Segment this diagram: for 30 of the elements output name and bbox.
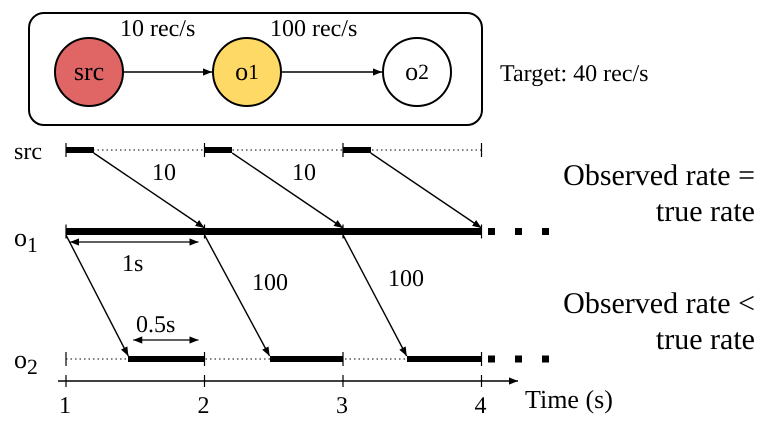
axis-title: Time (s)	[525, 384, 613, 416]
arrow	[204, 234, 270, 356]
tick-label: 4	[474, 392, 486, 421]
target-rate-note: Target: 40 rec/s	[500, 60, 648, 89]
dimension-label: 1s	[122, 250, 144, 279]
timeline-bar	[128, 356, 204, 362]
rate-note: Observed rate = true rate	[562, 158, 755, 230]
arrow	[342, 234, 408, 356]
row-label: o$_{1}$	[14, 222, 38, 260]
rate-note: Observed rate < true rate	[562, 286, 755, 358]
timeline-bar	[343, 147, 371, 153]
timeline-bar	[204, 147, 232, 153]
tick-label: 2	[198, 392, 210, 421]
dimension-label: 0.5s	[136, 311, 176, 340]
arrow	[282, 68, 382, 76]
row-label: o$_{2}$	[14, 344, 38, 382]
timeline-bar	[66, 147, 94, 153]
operator-group-frame	[28, 12, 483, 126]
arrow	[370, 152, 482, 229]
operator-node: src	[54, 37, 124, 107]
timeline-bar	[66, 228, 482, 235]
arrow	[65, 234, 129, 356]
arrow	[93, 152, 205, 229]
timeline-bar	[406, 356, 482, 362]
timeline-bar	[270, 356, 343, 362]
arrow	[124, 68, 212, 76]
tick-label: 1	[59, 392, 71, 421]
arrow	[232, 152, 344, 229]
row-label: src	[14, 138, 42, 167]
tick-label: 3	[336, 392, 348, 421]
